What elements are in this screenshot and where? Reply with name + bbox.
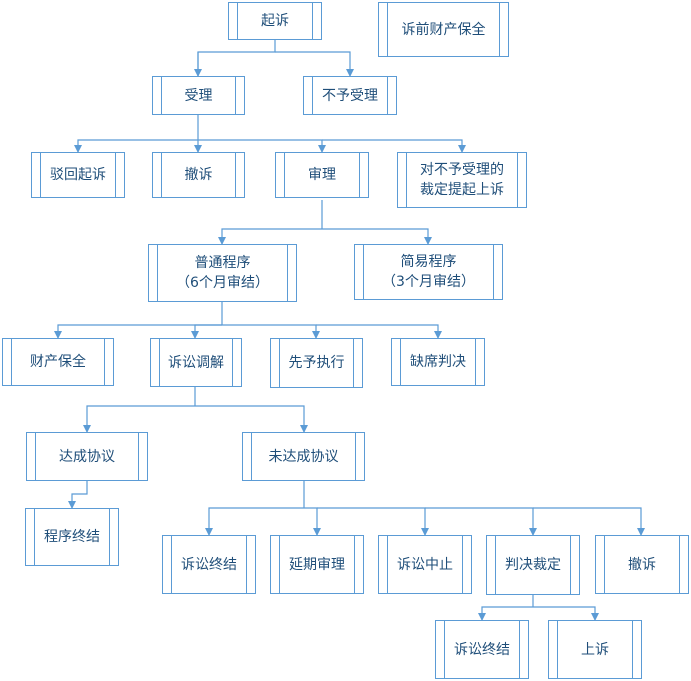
- arrow-to-chesu2: [533, 507, 645, 536]
- node-putong-label: 普通程序 （6个月审结）: [176, 255, 269, 291]
- node-susong-zhongjie-2: 诉讼终结: [435, 620, 529, 679]
- node-shangsu-label: 上诉: [581, 641, 609, 658]
- arrow-to-zhongjie2: [478, 606, 533, 621]
- arrow-to-tiaojie: [191, 324, 222, 339]
- arrow-to-panjue: [425, 507, 537, 536]
- node-chesu2-label: 撤诉: [628, 556, 656, 573]
- arrow-to-zhongzhi: [317, 507, 429, 536]
- arrow-to-chengxu: [68, 481, 88, 509]
- node-panjue-caiding: 判决裁定: [486, 535, 580, 595]
- node-quexi-label: 缺席判决: [410, 354, 466, 370]
- node-jianyi-label: 简易程序 （3个月审结）: [382, 254, 475, 290]
- arrow-to-dacheng: [83, 405, 195, 433]
- arrow-to-bohui: [74, 139, 198, 153]
- node-suqian-label: 诉前财产保全: [401, 21, 486, 38]
- node-susong-tiaojie: 诉讼调解: [150, 338, 242, 387]
- node-bohui-label: 驳回起诉: [50, 167, 106, 183]
- node-shouli: 受理: [152, 76, 245, 115]
- arrow-to-yanqi: [304, 507, 321, 536]
- node-putong-chengxu: 普通程序 （6个月审结）: [148, 244, 297, 302]
- connector-qisu: [197, 40, 276, 76]
- node-shenli: 审理: [275, 152, 369, 198]
- node-duibuyu-label: 对不予受理的 裁定提起上诉: [420, 162, 504, 198]
- node-suqian-caichan-baoquan: 诉前财产保全: [378, 2, 509, 57]
- node-chengxu-label: 程序终结: [44, 529, 100, 545]
- node-dacheng-xieyi: 达成协议: [26, 432, 148, 481]
- node-zhongjie1-label: 诉讼终结: [181, 556, 237, 573]
- node-chesu1-label: 撤诉: [184, 167, 213, 183]
- node-weidacheng-label: 未达成协议: [268, 448, 339, 465]
- node-caichan-baoquan: 财产保全: [2, 338, 114, 386]
- node-xianyu-zhixing: 先予执行: [270, 338, 363, 388]
- node-chesu-2: 撤诉: [595, 535, 689, 594]
- node-xianyu-label: 先予执行: [288, 355, 345, 371]
- arrow-to-shangsu: [533, 606, 599, 621]
- node-caichan-label: 财产保全: [30, 354, 86, 370]
- arrow-to-caichan: [54, 324, 222, 339]
- arrow-to-putong: [218, 228, 322, 245]
- node-bohui-qisu: 驳回起诉: [31, 152, 125, 198]
- node-dui-buyu-shangsu: 对不予受理的 裁定提起上诉: [397, 152, 527, 208]
- arrow-to-shenli: [198, 139, 326, 153]
- node-susong-zhongzhi: 诉讼中止: [378, 535, 472, 594]
- node-qisu: 起诉: [228, 2, 322, 40]
- node-dacheng-label: 达成协议: [59, 448, 115, 465]
- node-shouli-label: 受理: [184, 87, 213, 104]
- node-quexi-panjue: 缺席判决: [391, 338, 485, 386]
- arrow-to-duibuyu: [322, 139, 466, 153]
- arrow-to-quexi: [316, 324, 442, 339]
- node-zhongzhi-label: 诉讼中止: [397, 556, 453, 573]
- arrow-to-xianyu: [222, 324, 320, 339]
- node-buyu-label: 不予受理: [322, 87, 378, 104]
- node-jianyi-chengxu: 简易程序 （3个月审结）: [354, 244, 503, 300]
- node-qisu-label: 起诉: [261, 13, 289, 29]
- node-tiaojie-label: 诉讼调解: [168, 354, 224, 371]
- node-susong-zhongjie-1: 诉讼终结: [162, 535, 256, 594]
- node-panjue-label: 判决裁定: [505, 557, 561, 573]
- node-yanqi-shenli: 延期审理: [270, 535, 364, 594]
- node-yanqi-label: 延期审理: [289, 556, 345, 573]
- arrow-to-zhongjie1: [205, 507, 304, 536]
- node-zhongjie2-label: 诉讼终结: [454, 641, 510, 658]
- node-wei-dacheng-xieyi: 未达成协议: [242, 432, 365, 481]
- node-chengxu-zhongjie: 程序终结: [25, 508, 119, 566]
- arrow-to-jianyi: [322, 228, 432, 245]
- arrow-to-buyu: [275, 51, 354, 77]
- node-shenli-label: 审理: [308, 167, 336, 183]
- node-chesu-1: 撤诉: [152, 152, 245, 198]
- arrow-to-weidacheng: [195, 405, 308, 433]
- node-buyu-shouli: 不予受理: [303, 76, 397, 115]
- node-shangsu: 上诉: [548, 620, 642, 679]
